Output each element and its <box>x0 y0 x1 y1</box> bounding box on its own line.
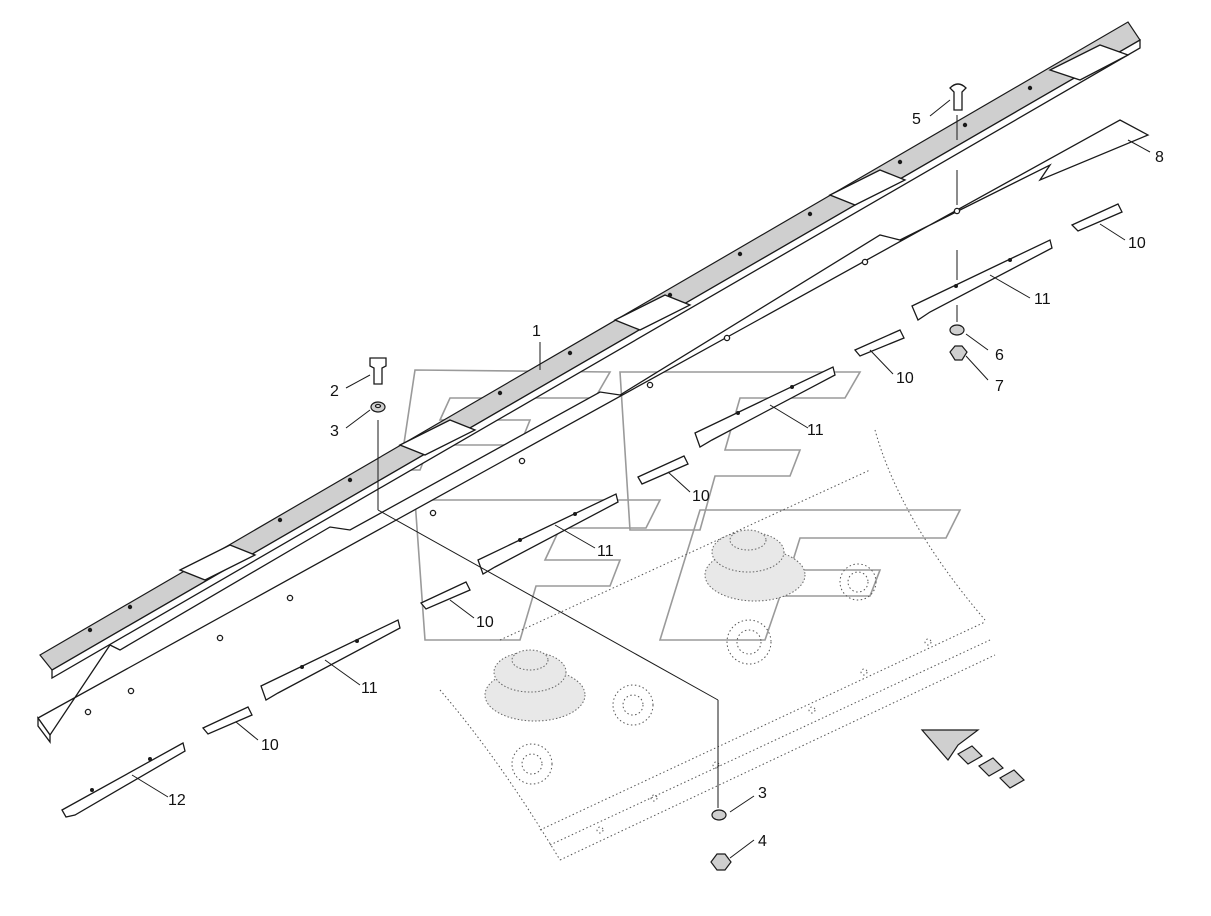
part-11-knives <box>61 239 1053 818</box>
callout-8: 8 <box>1155 149 1164 166</box>
leader-lines <box>131 99 1151 859</box>
callout-10d: 10 <box>476 614 494 631</box>
watermark-logo <box>399 369 962 641</box>
callout-4: 4 <box>758 833 767 850</box>
callout-labels: 1 2 3 3 4 5 6 7 8 10 10 10 10 10 11 11 1… <box>168 111 1164 850</box>
guide-lines <box>377 115 958 808</box>
callout-10c: 10 <box>692 488 710 505</box>
direction-arrow-icon <box>920 729 1025 789</box>
callout-2: 2 <box>330 383 339 400</box>
callout-6: 6 <box>995 347 1004 364</box>
callout-10b: 10 <box>896 370 914 387</box>
cutterbar-background <box>439 429 996 861</box>
callout-11d: 11 <box>361 680 378 697</box>
fasteners <box>369 83 968 871</box>
callout-12: 12 <box>168 792 186 809</box>
callout-1: 1 <box>532 323 541 340</box>
callout-10e: 10 <box>261 737 279 754</box>
callout-3b: 3 <box>758 785 767 802</box>
part-10-plates <box>201 203 1123 735</box>
callout-10a: 10 <box>1128 235 1146 252</box>
part-8-lower-plate <box>37 119 1150 744</box>
callout-3a: 3 <box>330 423 339 440</box>
callout-5: 5 <box>912 111 921 128</box>
callout-11b: 11 <box>807 422 824 439</box>
callout-11a: 11 <box>1034 291 1051 308</box>
part-1-main-bar <box>39 21 1141 680</box>
callout-11c: 11 <box>597 543 614 560</box>
callout-7: 7 <box>995 378 1004 395</box>
